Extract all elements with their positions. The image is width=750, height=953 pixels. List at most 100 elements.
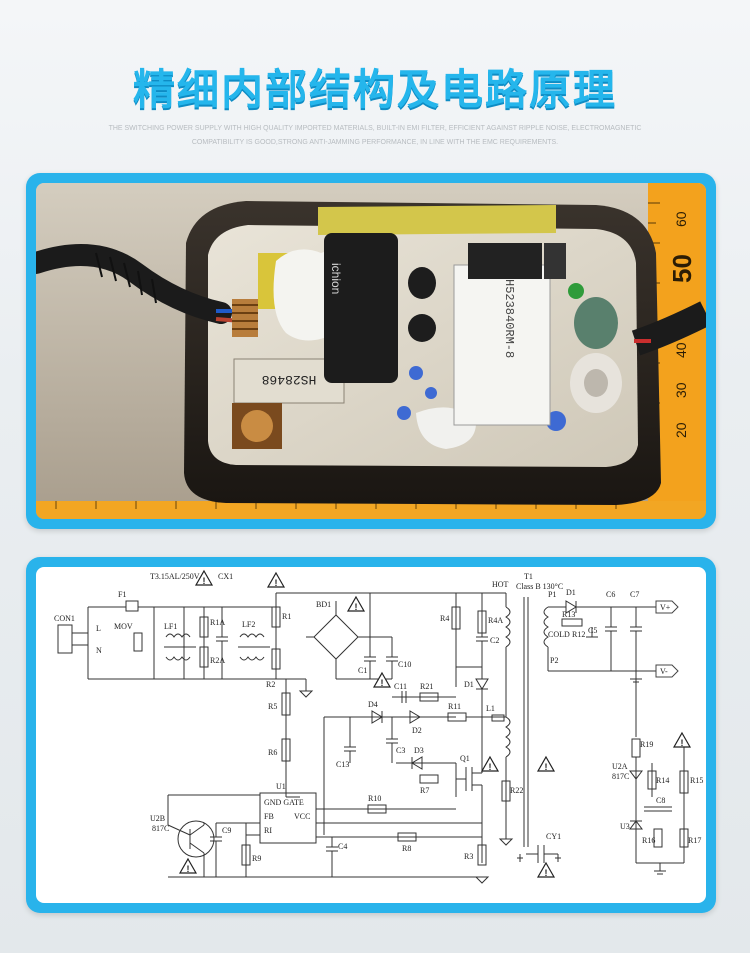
label-r1a: R1A (210, 618, 225, 627)
label-c2: C2 (490, 636, 499, 645)
main-inductor (324, 233, 398, 383)
label-gnd-gate: GND GATE (264, 798, 304, 807)
label-u2a-part: 817C (612, 772, 629, 781)
label-vcc: VCC (294, 812, 310, 821)
warning-triangle-icon (178, 857, 198, 874)
label-c13: C13 (336, 760, 349, 769)
label-r9: R9 (252, 854, 261, 863)
svg-text:!: ! (545, 762, 548, 772)
label-d1-output: D1 (566, 588, 576, 597)
label-r3: R3 (464, 852, 473, 861)
label-d1: D1 (464, 680, 474, 689)
label-cold: COLD (548, 630, 570, 639)
label-u1: U1 (276, 782, 286, 791)
label-c10: C10 (398, 660, 411, 669)
label-c3: C3 (396, 746, 405, 755)
label-p1: P1 (548, 590, 556, 599)
svg-text:!: ! (203, 576, 206, 586)
label-u2b: U2B (150, 814, 165, 823)
label-fuse-rating: T3.15AL/250V (150, 572, 200, 581)
label-r11: R11 (448, 702, 461, 711)
page-title: 精细内部结构及电路原理 (132, 65, 617, 114)
label-fb: FB (264, 812, 274, 821)
svg-text:!: ! (489, 762, 492, 772)
schematic-diagram: !!! !!! !!! CON1 F1 T3.15AL/250V CX1 L N… (54, 569, 703, 884)
output-terminal-vplus (655, 600, 679, 614)
label-p2: P2 (550, 656, 558, 665)
label-r14: R14 (656, 776, 669, 785)
label-r10: R10 (368, 794, 381, 803)
label-r15: R15 (690, 776, 703, 785)
ruler-number-60: 60 (673, 211, 689, 227)
label-r8: R8 (402, 844, 411, 853)
ruler-number-50: 50 (667, 254, 697, 283)
svg-text:!: ! (681, 738, 684, 748)
filter-part-label: HS28468 (262, 372, 317, 387)
label-r1: R1 (282, 612, 291, 621)
label-r6: R6 (268, 748, 277, 757)
label-q1: Q1 (460, 754, 470, 763)
warning-triangle-icon (372, 671, 392, 688)
label-lf2: LF2 (242, 620, 255, 629)
svg-text:!: ! (275, 578, 278, 588)
ruler-number-40: 40 (673, 342, 689, 358)
label-r19: R19 (640, 740, 653, 749)
label-cx1: CX1 (218, 572, 233, 581)
label-l: L (96, 624, 101, 633)
label-c7: C7 (630, 590, 639, 599)
warning-triangle-icon (480, 755, 500, 772)
power-cable-left (36, 244, 232, 324)
svg-text:!: ! (187, 864, 190, 874)
page-subtitle: THE SWITCHING POWER SUPPLY WITH HIGH QUA… (40, 122, 710, 150)
warning-triangle-icon (536, 861, 556, 878)
label-l1: L1 (486, 704, 495, 713)
label-c9: C9 (222, 826, 231, 835)
label-u2b-part: 817C (152, 824, 169, 833)
label-cy1: CY1 (546, 832, 561, 841)
label-con1: CON1 (54, 614, 75, 623)
circuit-schematic: !!! !!! !!! CON1 F1 T3.15AL/250V CX1 L N… (36, 567, 706, 903)
label-mov: MOV (114, 622, 133, 631)
label-r5: R5 (268, 702, 277, 711)
label-d4: D4 (368, 700, 378, 709)
internal-structure-photo-frame: 60 50 40 30 20 (26, 173, 716, 529)
label-c4: C4 (338, 842, 347, 851)
svg-text:!: ! (381, 678, 384, 688)
label-n: N (96, 646, 102, 655)
warning-triangle-icon (672, 731, 692, 748)
label-c5: C5 (588, 626, 597, 635)
label-hot: HOT (492, 580, 509, 589)
label-t1-class: Class B 130°C (516, 582, 563, 591)
label-r17: R17 (688, 836, 701, 845)
label-bd1: BD1 (316, 600, 331, 609)
warning-triangle-icon (536, 755, 556, 772)
label-d3: D3 (414, 746, 424, 755)
label-f1: F1 (118, 590, 126, 599)
warning-triangle-icon (194, 569, 214, 586)
capacitor-brand-label: ichion (329, 263, 343, 294)
label-t1: T1 (524, 572, 533, 581)
label-u2a: U2A (612, 762, 628, 771)
label-c1: C1 (358, 666, 367, 675)
circuit-schematic-frame: !!! !!! !!! CON1 F1 T3.15AL/250V CX1 L N… (26, 557, 716, 913)
ruler-number-20: 20 (673, 422, 689, 438)
label-r4: R4 (440, 614, 449, 623)
transformer-part-label: H523840RM-8 (502, 279, 516, 358)
label-vminus: V- (660, 667, 668, 676)
warning-triangle-icon (346, 595, 366, 612)
subtitle-line-1: THE SWITCHING POWER SUPPLY WITH HIGH QUA… (108, 125, 642, 132)
label-r7: R7 (420, 786, 429, 795)
pcb-photo-illustration: 60 50 40 30 20 (36, 183, 706, 519)
label-r13: R13 (562, 610, 575, 619)
label-c11: C11 (394, 682, 407, 691)
label-u3: U3 (620, 822, 630, 831)
label-r21: R21 (420, 682, 433, 691)
output-terminal-vminus (655, 664, 679, 678)
svg-text:!: ! (545, 868, 548, 878)
label-r12: R12 (572, 630, 585, 639)
label-r2: R2 (266, 680, 275, 689)
label-c8: C8 (656, 796, 665, 805)
label-lf1: LF1 (164, 622, 177, 631)
warning-triangle-icon (266, 571, 286, 588)
ruler-number-30: 30 (673, 382, 689, 398)
